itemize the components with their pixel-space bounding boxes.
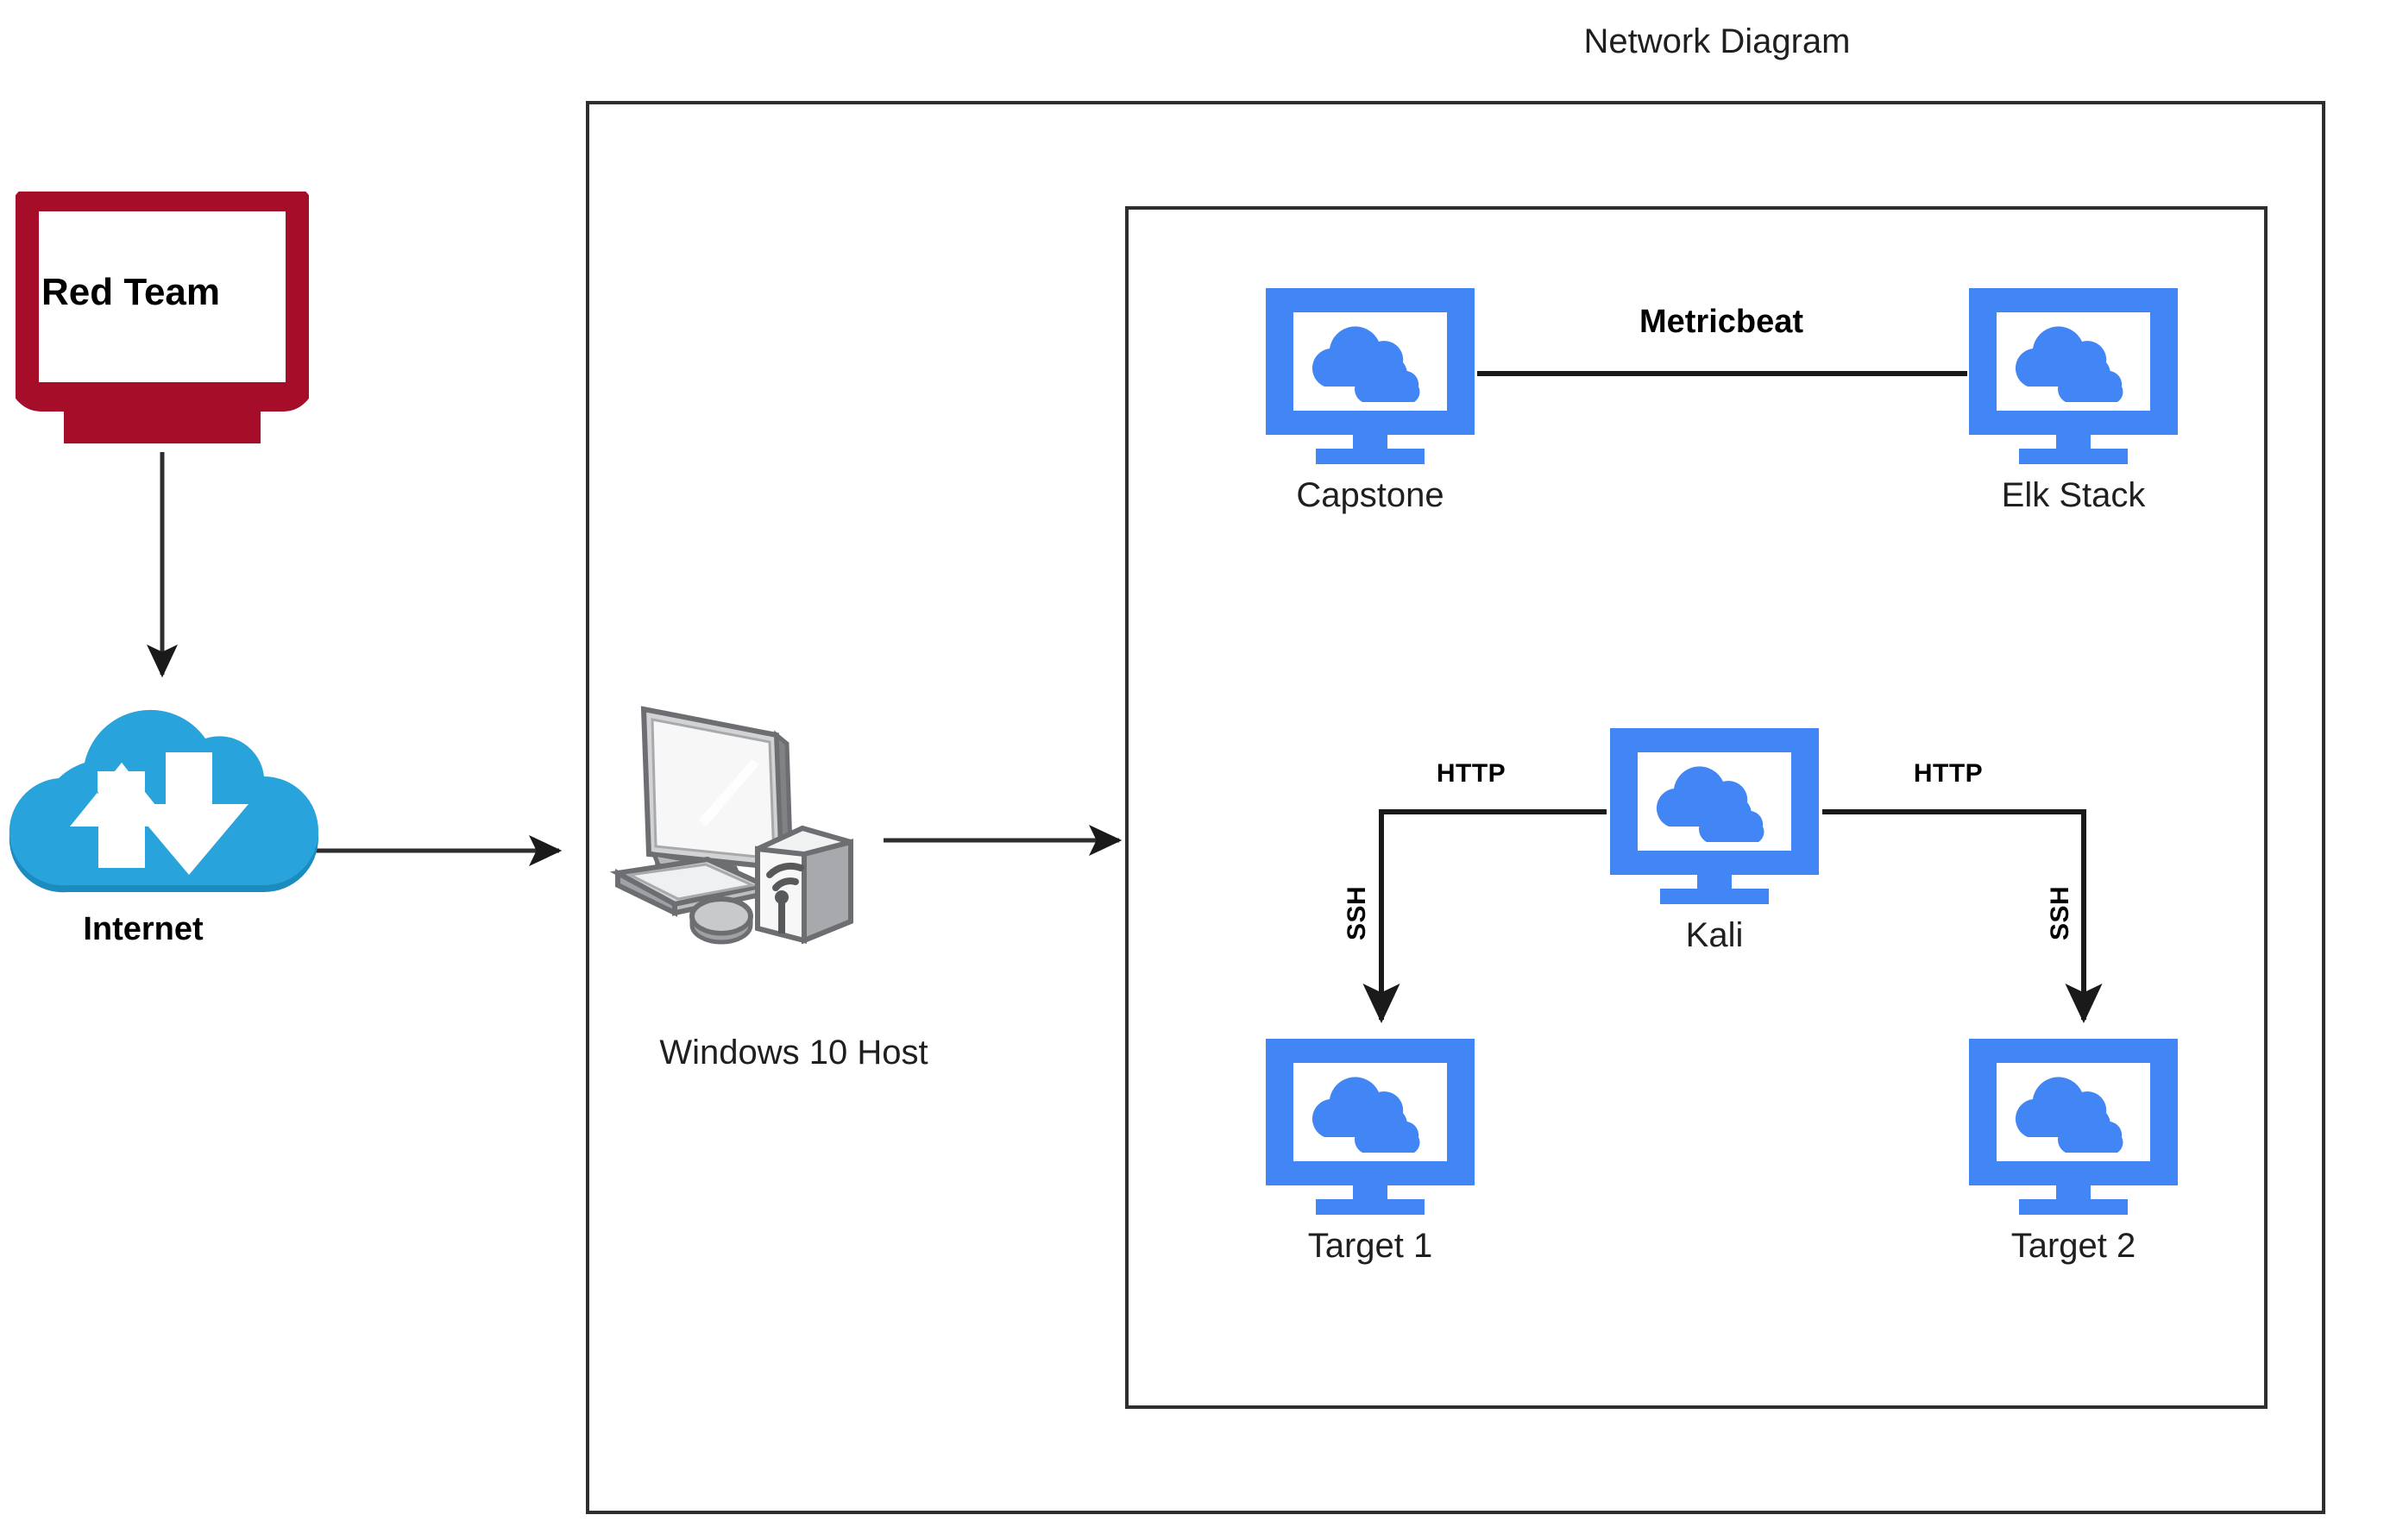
cloud-arrows-icon bbox=[9, 709, 319, 893]
edge-label-ssh-right: SSH bbox=[2046, 885, 2074, 940]
node-internet[interactable]: Internet bbox=[5, 695, 324, 954]
page-title: Network Diagram bbox=[1583, 22, 1851, 60]
edge-kali-to-target-2 bbox=[1822, 809, 2103, 1023]
capstone-label: Capstone bbox=[1296, 476, 1444, 514]
desktop-computer-icon bbox=[609, 706, 853, 945]
node-capstone[interactable]: Capstone bbox=[1262, 285, 1478, 514]
kali-label: Kali bbox=[1685, 916, 1744, 954]
red-team-screen-label: Red Team bbox=[41, 271, 221, 313]
node-red-team[interactable]: Red Team bbox=[9, 182, 315, 450]
cloud-monitor-icon bbox=[1969, 1039, 2178, 1215]
cloud-monitor-icon bbox=[1610, 728, 1819, 904]
target-2-label: Target 2 bbox=[2010, 1227, 2136, 1265]
edge-kali-to-target-1 bbox=[1362, 809, 1607, 1023]
inner-zone-box bbox=[1125, 206, 2268, 1409]
cloud-monitor-icon bbox=[1969, 288, 2178, 464]
edge-label-http-right: HTTP bbox=[1913, 759, 1984, 788]
windows-host-label: Windows 10 Host bbox=[659, 1034, 928, 1072]
monitor-icon bbox=[9, 182, 315, 443]
edge-label-metricbeat: Metricbeat bbox=[1639, 304, 1804, 340]
node-elk-stack[interactable]: Elk Stack bbox=[1966, 285, 2181, 514]
node-target-2[interactable]: Target 2 bbox=[1966, 1035, 2181, 1265]
node-kali[interactable]: Kali bbox=[1607, 725, 1822, 954]
target-1-label: Target 1 bbox=[1307, 1227, 1433, 1265]
edge-label-http-left: HTTP bbox=[1436, 759, 1507, 788]
elk-stack-label: Elk Stack bbox=[2001, 476, 2146, 514]
edge-label-ssh-left: SSH bbox=[1343, 885, 1371, 940]
cloud-monitor-icon bbox=[1266, 1039, 1475, 1215]
cloud-monitor-icon bbox=[1266, 288, 1475, 464]
outer-zone-box bbox=[586, 101, 2325, 1514]
node-target-1[interactable]: Target 1 bbox=[1262, 1035, 1478, 1265]
internet-label: Internet bbox=[83, 911, 204, 947]
node-windows-host[interactable]: Windows 10 Host bbox=[604, 690, 966, 1072]
